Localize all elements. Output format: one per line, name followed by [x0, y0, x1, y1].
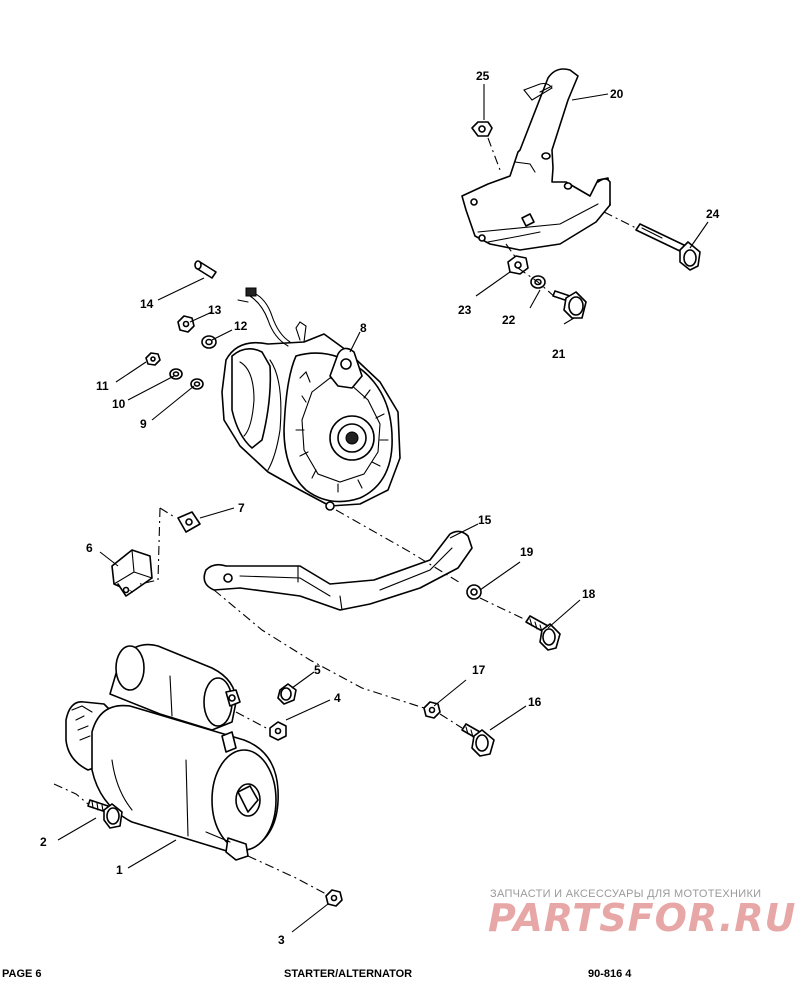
- pin-14: [194, 260, 217, 279]
- footer-part-number: 90-816 4: [588, 968, 632, 980]
- washer-12: [201, 335, 217, 349]
- callout-6: 6: [86, 541, 93, 555]
- washer-19: [466, 584, 482, 600]
- nut-11: [145, 352, 161, 366]
- bolt-24: [635, 223, 701, 271]
- bolt-16: [461, 723, 495, 757]
- callout-9: 9: [140, 417, 147, 431]
- nut-17: [423, 701, 441, 719]
- starter-motor: [65, 643, 279, 861]
- callout-23: 23: [458, 303, 472, 317]
- footer-section-title: STARTER/ALTERNATOR: [284, 968, 413, 980]
- callout-16: 16: [528, 695, 542, 709]
- bolt-21: [552, 290, 587, 319]
- callout-22: 22: [502, 313, 516, 327]
- callout-21: 21: [552, 347, 566, 361]
- leader-lines: [57, 84, 709, 933]
- callout-3: 3: [278, 933, 285, 947]
- callout-7: 7: [238, 501, 245, 515]
- callout-25: 25: [476, 69, 490, 83]
- nut-3: [325, 889, 343, 907]
- mounting-bracket: [461, 68, 611, 251]
- callout-1: 1: [116, 863, 123, 877]
- screw-5: [277, 683, 297, 705]
- callout-19: 19: [520, 545, 534, 559]
- adjusting-brace-15: [203, 530, 473, 611]
- alternator: [221, 321, 401, 511]
- callout-2: 2: [40, 835, 47, 849]
- callout-4: 4: [334, 691, 341, 705]
- callout-13: 13: [208, 303, 222, 317]
- nut-13: [177, 315, 195, 333]
- callout-11: 11: [96, 379, 109, 393]
- callout-labels: 1 2 3 4 5 6 7 8 9 10 11 12 13 14 15 16 1…: [40, 69, 720, 947]
- nut-4: [269, 721, 287, 741]
- callout-8: 8: [360, 321, 367, 335]
- lock-washer-23: [507, 255, 529, 275]
- watermark-tagline: ЗАПЧАСТИ И АКСЕССУАРЫ ДЛЯ МОТОТЕХНИКИ: [490, 888, 762, 900]
- callout-14: 14: [140, 297, 154, 311]
- terminal-block-6: [111, 549, 153, 597]
- nut-25: [471, 121, 493, 137]
- callout-15: 15: [478, 513, 492, 527]
- bolt-2: [87, 799, 123, 829]
- bolt-18: [525, 615, 561, 651]
- clip-7: [177, 511, 201, 533]
- callout-20: 20: [610, 87, 624, 101]
- callout-24: 24: [706, 207, 720, 221]
- callout-12: 12: [234, 319, 248, 333]
- assembly-centerlines: [53, 137, 637, 895]
- alternator-wire-harness: [237, 287, 291, 347]
- callout-18: 18: [582, 587, 596, 601]
- callout-5: 5: [314, 663, 321, 677]
- watermark-logo: PARTSFOR.RU: [488, 896, 797, 940]
- callout-17: 17: [472, 663, 486, 677]
- footer-page-label: PAGE 6: [2, 968, 42, 980]
- callout-10: 10: [112, 397, 126, 411]
